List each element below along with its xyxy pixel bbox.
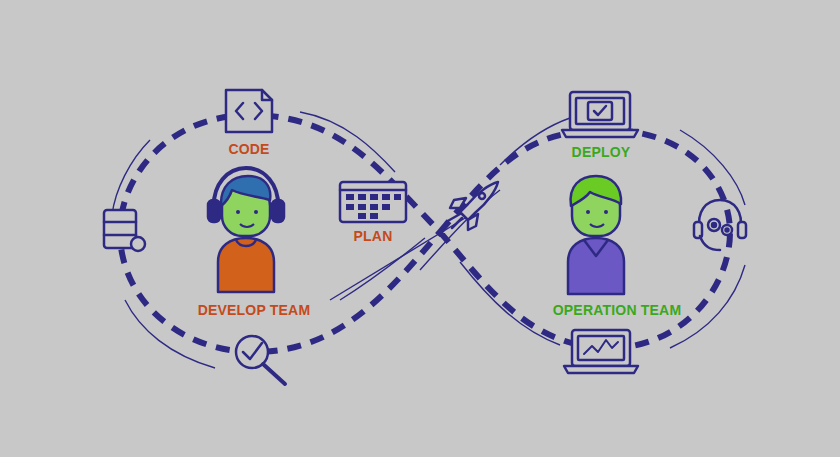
stage-label: CODE	[228, 142, 269, 157]
thin-line	[340, 238, 425, 300]
stage-label: DEVELOP TEAM	[198, 303, 311, 318]
thin-line	[330, 215, 470, 300]
rocket-icon	[446, 182, 498, 230]
stage-label: OPERATION TEAM	[553, 303, 682, 318]
thin-line	[680, 130, 745, 205]
thin-line	[300, 112, 395, 172]
database-icon	[104, 210, 145, 251]
test-magnifier-icon	[236, 336, 285, 384]
operations-avatar	[568, 176, 624, 294]
support-headset-icon	[694, 200, 746, 250]
infinity-loop	[120, 115, 730, 352]
code-file-icon	[226, 90, 272, 132]
thin-line	[112, 140, 150, 215]
developer-avatar	[208, 168, 284, 292]
stage-label: DEPLOY	[572, 145, 631, 160]
monitor-laptop-icon	[564, 330, 638, 373]
stage-label: PLAN	[354, 229, 393, 244]
plan-calendar-icon	[340, 182, 406, 222]
thin-guide-lines	[112, 112, 745, 368]
deploy-laptop-icon	[562, 92, 638, 137]
